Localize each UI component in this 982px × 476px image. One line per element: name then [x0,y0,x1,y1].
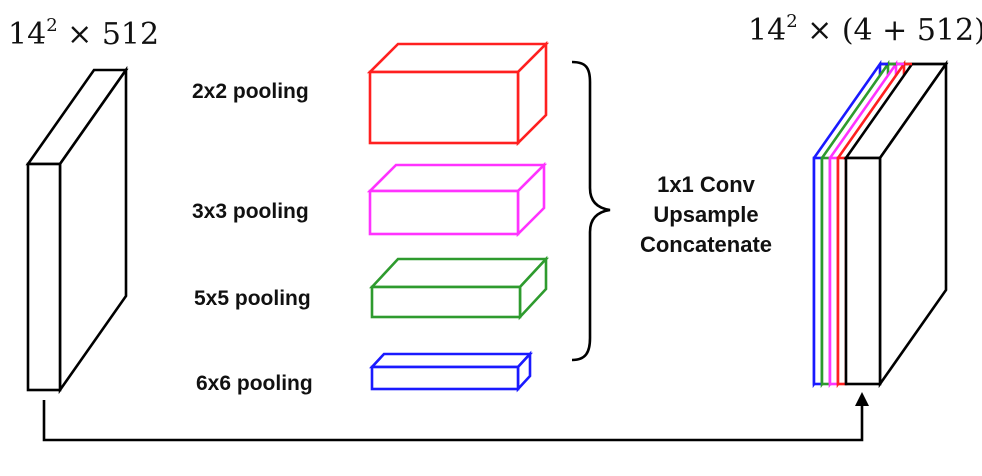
pooling-label-5x5: 5x5 pooling [194,287,311,310]
operation-upsample-label: Upsample [653,202,758,227]
arrowhead-icon [855,392,869,406]
input-dimension-label: 142 × 512 [8,15,159,52]
curly-brace [571,60,611,362]
pooled-map-2x2 [366,40,550,147]
output-feature-map [812,59,949,389]
pooling-label-3x3: 3x3 pooling [192,200,309,223]
output-dimension-label: 142 × (4 + 512) [748,11,982,48]
operation-conv-label: 1x1 Conv [657,172,756,197]
output-slice-input [843,59,949,389]
skip-connection-arrow [42,392,869,442]
pooling-label-6x6: 6x6 pooling [196,372,313,395]
pooled-map-5x5 [369,255,549,321]
pooling-label-2x2: 2x2 pooling [192,80,309,103]
pooled-map-6x6 [369,350,533,393]
pooled-map-3x3 [366,161,548,238]
operation-concatenate-label: Concatenate [640,232,772,257]
input-feature-map [25,65,129,395]
